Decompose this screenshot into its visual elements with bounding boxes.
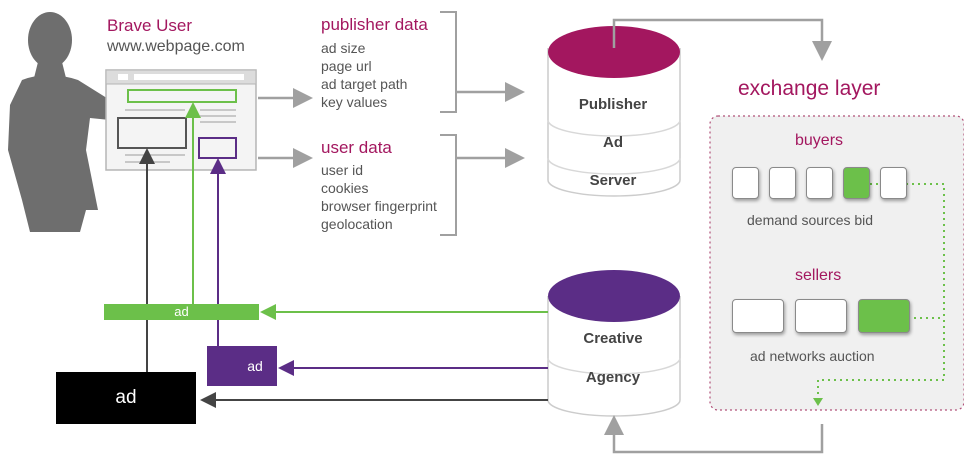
purple-ad-label: ad — [247, 358, 263, 374]
sellers-title: sellers — [795, 267, 842, 284]
buyer-box — [732, 167, 759, 199]
user-site: www.webpage.com — [107, 38, 245, 55]
publisher-data-bracket — [440, 11, 457, 113]
seller-box — [795, 299, 847, 333]
user-data-title: user data — [321, 138, 392, 157]
buyers-caption: demand sources bid — [747, 212, 874, 228]
green-ad-bar — [104, 304, 259, 320]
buyer-box — [769, 167, 796, 199]
exchange-flow-path — [817, 183, 945, 400]
publisher-data-item: page url — [321, 58, 372, 74]
black-ad-bar — [56, 372, 196, 424]
publisher-server-label-3: Server — [589, 172, 637, 189]
publisher-ad-server-db — [547, 26, 681, 197]
black-ad-label: ad — [115, 387, 137, 408]
arrow-exchange-to-agency — [604, 415, 824, 454]
user-title: Brave User — [107, 16, 193, 35]
arrow-server-to-exchange — [612, 18, 832, 61]
buyer-box-highlighted — [843, 167, 870, 199]
creative-agency-db — [547, 270, 681, 417]
exchange-panel — [709, 115, 964, 411]
user-data-item: browser fingerprint — [321, 198, 437, 214]
user-data-item: cookies — [321, 180, 369, 196]
seller-box-highlighted — [858, 299, 910, 333]
user-silhouette — [8, 12, 110, 232]
publisher-data-item: key values — [321, 94, 388, 110]
sellers-caption: ad networks auction — [750, 348, 875, 364]
exchange-flow-arrowhead — [813, 398, 823, 406]
user-data-item: geolocation — [321, 216, 393, 232]
buyer-box — [806, 167, 833, 199]
publisher-data-item: ad size — [321, 40, 366, 56]
buyer-box — [880, 167, 907, 199]
seller-box — [732, 299, 784, 333]
buyers-title: buyers — [795, 132, 844, 149]
user-data-item: user id — [321, 162, 364, 178]
creative-agency-label-2: Agency — [585, 369, 641, 386]
publisher-server-label-2: Ad — [603, 134, 623, 151]
green-ad-label: ad — [174, 304, 189, 319]
publisher-data-title: publisher data — [321, 15, 428, 34]
user-data-bracket — [440, 134, 457, 236]
publisher-server-label-1: Publisher — [578, 96, 648, 113]
exchange-layer-title: exchange layer — [738, 77, 881, 100]
webpage-mockup — [105, 69, 257, 171]
creative-agency-label-1: Creative — [583, 330, 643, 347]
publisher-data-item: ad target path — [321, 76, 408, 92]
purple-ad-bar — [207, 346, 277, 386]
